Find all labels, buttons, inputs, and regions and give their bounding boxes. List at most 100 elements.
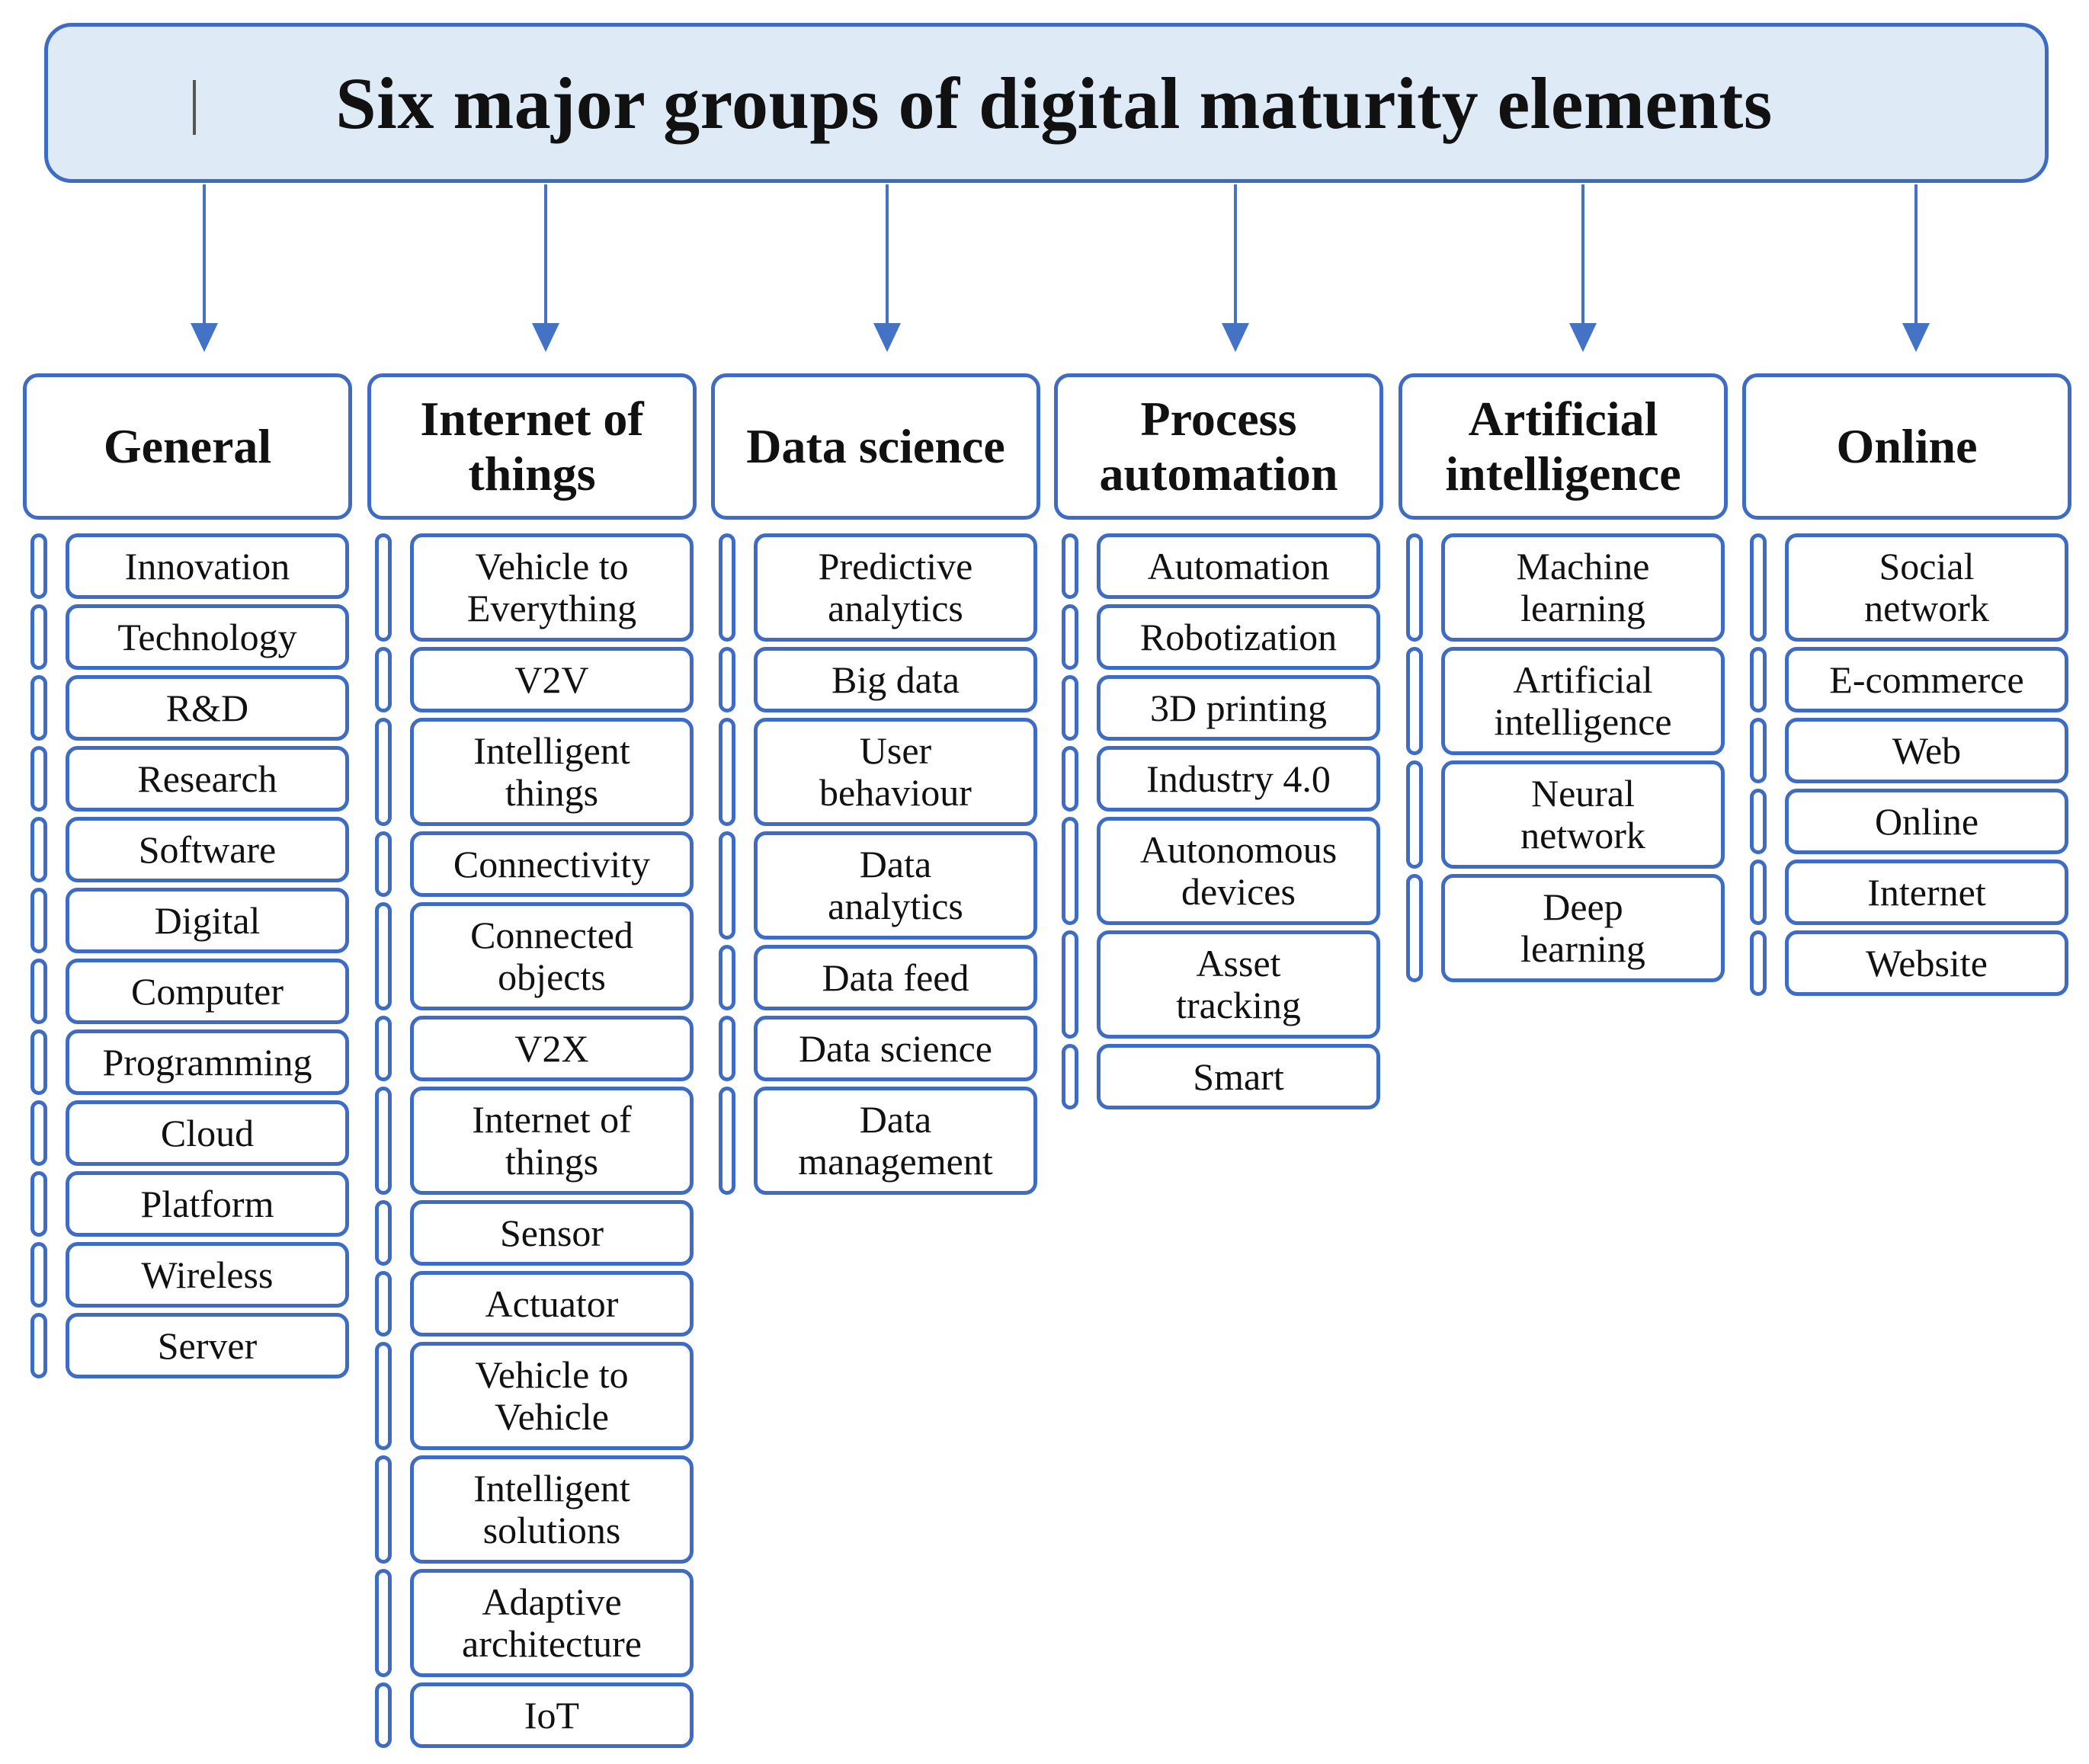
- item-side-bar: [1750, 533, 1767, 642]
- group-1-item: Cloud: [66, 1100, 349, 1166]
- item-side-bar: [30, 1171, 47, 1237]
- title-divider-mark: [193, 80, 196, 135]
- item-side-bar: [1750, 647, 1767, 712]
- item-side-bar: [30, 1029, 47, 1095]
- group-1-item: Digital: [66, 888, 349, 953]
- item-side-bar: [30, 959, 47, 1024]
- item-side-bar: [375, 831, 392, 897]
- item-side-bar: [30, 533, 47, 599]
- item-side-bar: [719, 1087, 735, 1195]
- group-1-item: Innovation: [66, 533, 349, 599]
- group-3-item: Big data: [754, 647, 1037, 712]
- group-3-item: Data science: [754, 1016, 1037, 1081]
- item-side-bar: [375, 533, 392, 642]
- item-side-bar: [1750, 930, 1767, 996]
- item-side-bar: [1062, 930, 1078, 1039]
- group-2-item: Intelligent solutions: [410, 1455, 694, 1564]
- group-3-item: Data management: [754, 1087, 1037, 1195]
- group-2-item: V2V: [410, 647, 694, 712]
- group-2-item: IoT: [410, 1682, 694, 1748]
- item-side-bar: [30, 1242, 47, 1308]
- arrow-head-3: [873, 323, 901, 352]
- group-2-item: Intelligent things: [410, 718, 694, 826]
- item-side-bar: [1406, 533, 1423, 642]
- connector-arrows: [191, 184, 1930, 352]
- group-4-item: Smart: [1097, 1044, 1380, 1109]
- item-side-bar: [719, 831, 735, 940]
- group-2-item: Vehicle to Everything: [410, 533, 694, 642]
- item-side-bar: [719, 1016, 735, 1081]
- item-side-bar: [30, 746, 47, 812]
- group-header-4: Process automation: [1054, 373, 1383, 520]
- item-side-bar: [1750, 789, 1767, 854]
- group-1-item: Computer: [66, 959, 349, 1024]
- title-box: Six major groups of digital maturity ele…: [44, 23, 2049, 183]
- group-2-item: Actuator: [410, 1271, 694, 1337]
- arrow-head-5: [1569, 323, 1597, 352]
- item-side-bar: [375, 1455, 392, 1564]
- group-1-item: Research: [66, 746, 349, 812]
- group-2-item: Adaptive architecture: [410, 1569, 694, 1677]
- item-side-bar: [30, 604, 47, 670]
- group-1-item: Server: [66, 1313, 349, 1378]
- item-side-bar: [30, 675, 47, 741]
- item-side-bar: [1406, 647, 1423, 755]
- group-header-3: Data science: [711, 373, 1040, 520]
- group-6-item: Social network: [1785, 533, 2068, 642]
- item-side-bar: [375, 1200, 392, 1266]
- group-2-item: Connected objects: [410, 902, 694, 1010]
- item-side-bar: [1062, 817, 1078, 925]
- item-side-bar: [30, 817, 47, 882]
- group-header-5: Artificial intelligence: [1399, 373, 1728, 520]
- item-side-bar: [1750, 860, 1767, 925]
- group-1-item: Platform: [66, 1171, 349, 1237]
- item-side-bar: [30, 888, 47, 953]
- item-side-bar: [1062, 746, 1078, 812]
- group-2-item: Connectivity: [410, 831, 694, 897]
- item-side-bar: [719, 718, 735, 826]
- group-header-2: Internet of things: [367, 373, 697, 520]
- group-2-item: V2X: [410, 1016, 694, 1081]
- group-6-item: Website: [1785, 930, 2068, 996]
- arrow-head-1: [191, 323, 218, 352]
- item-side-bar: [375, 902, 392, 1010]
- item-side-bar: [719, 647, 735, 712]
- group-1-item: Software: [66, 817, 349, 882]
- group-4-item: Automation: [1097, 533, 1380, 599]
- item-side-bar: [1750, 718, 1767, 783]
- group-4-item: Autonomous devices: [1097, 817, 1380, 925]
- item-side-bar: [375, 1682, 392, 1748]
- item-side-bar: [375, 718, 392, 826]
- group-3-item: Data feed: [754, 945, 1037, 1010]
- group-1-item: Programming: [66, 1029, 349, 1095]
- group-4-item: Robotization: [1097, 604, 1380, 670]
- arrow-head-2: [532, 323, 559, 352]
- arrow-head-4: [1222, 323, 1249, 352]
- item-side-bar: [375, 1569, 392, 1677]
- item-side-bar: [1406, 760, 1423, 869]
- item-side-bar: [30, 1313, 47, 1378]
- item-side-bar: [719, 945, 735, 1010]
- group-4-item: Industry 4.0: [1097, 746, 1380, 812]
- item-side-bar: [1062, 533, 1078, 599]
- group-6-item: E-commerce: [1785, 647, 2068, 712]
- group-6-item: Online: [1785, 789, 2068, 854]
- item-side-bar: [375, 1016, 392, 1081]
- group-1-item: Technology: [66, 604, 349, 670]
- item-side-bar: [375, 1342, 392, 1450]
- group-3-item: Predictive analytics: [754, 533, 1037, 642]
- group-5-item: Machine learning: [1441, 533, 1725, 642]
- group-1-item: Wireless: [66, 1242, 349, 1308]
- group-header-1: General: [23, 373, 352, 520]
- group-2-item: Vehicle to Vehicle: [410, 1342, 694, 1450]
- item-side-bar: [719, 533, 735, 642]
- group-header-6: Online: [1742, 373, 2071, 520]
- group-2-item: Internet of things: [410, 1087, 694, 1195]
- item-side-bar: [1062, 604, 1078, 670]
- diagram-title: Six major groups of digital maturity ele…: [335, 62, 1773, 144]
- item-side-bar: [375, 1087, 392, 1195]
- group-6-item: Internet: [1785, 860, 2068, 925]
- group-2-item: Sensor: [410, 1200, 694, 1266]
- item-side-bar: [375, 1271, 392, 1337]
